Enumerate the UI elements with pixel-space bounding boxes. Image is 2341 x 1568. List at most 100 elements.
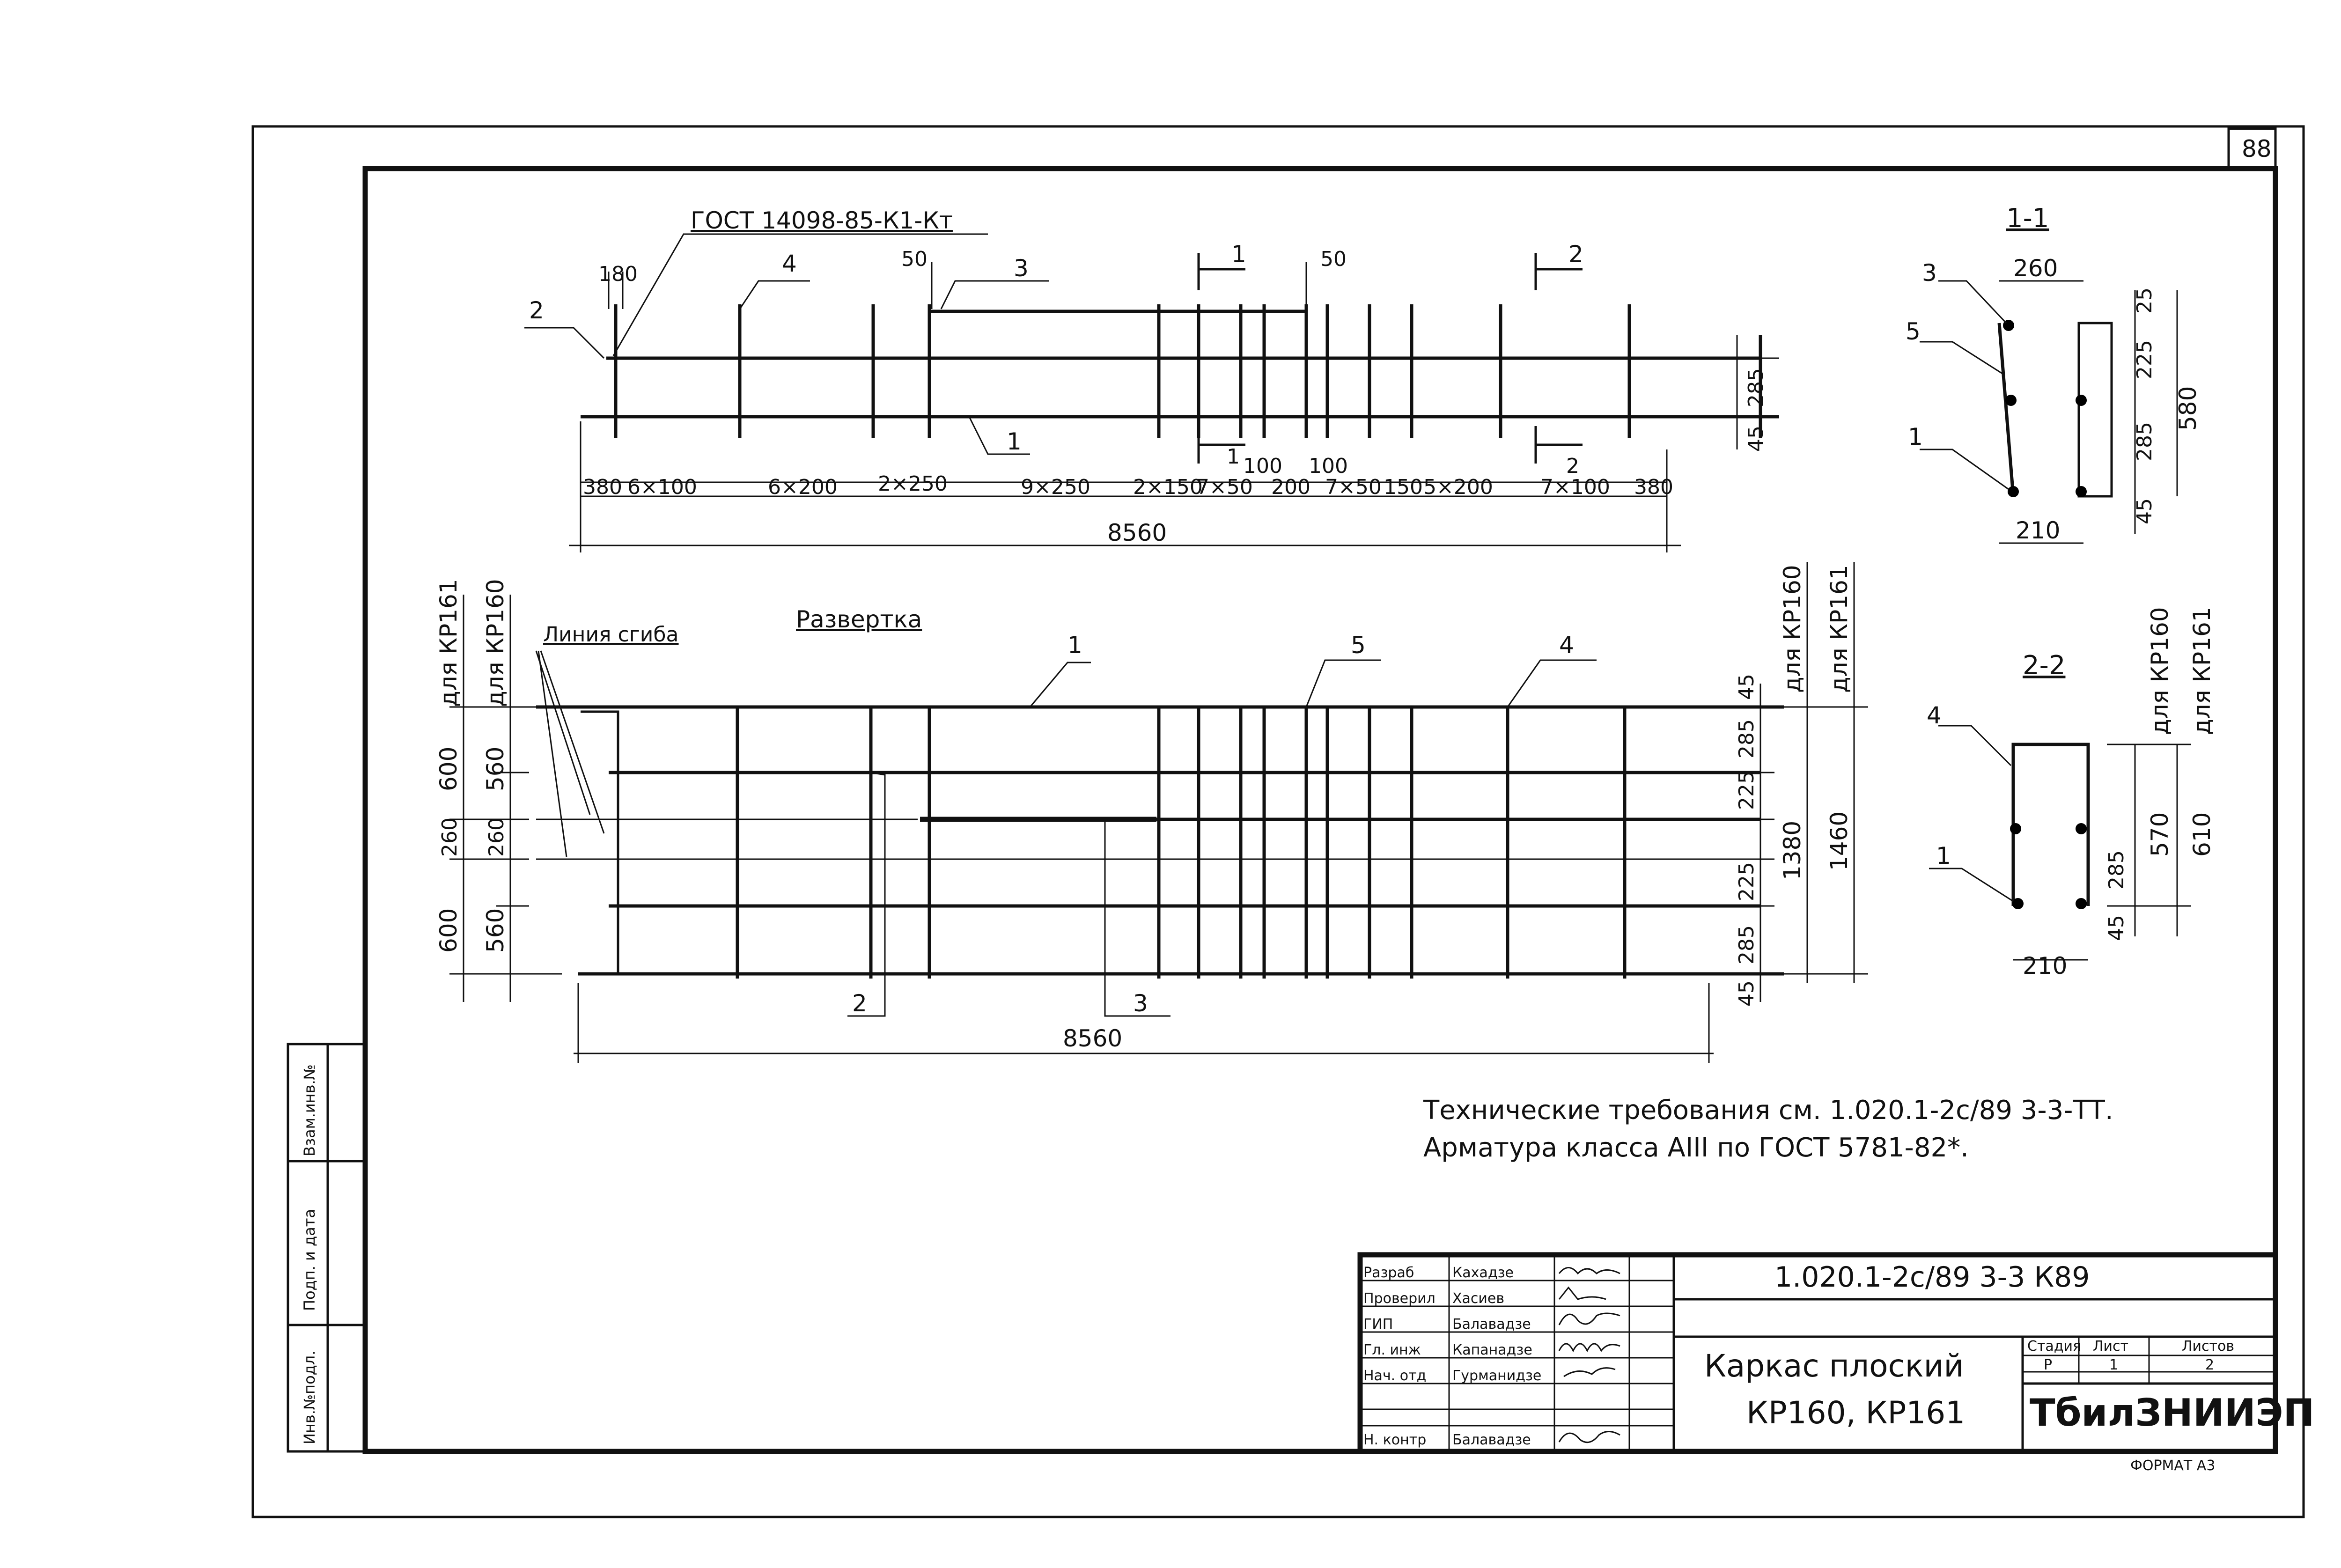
section-mark-2: 2 (1568, 241, 1583, 268)
side-stamp: Инв.№подл. Подп. и дата Взам.инв.№ (287, 1043, 367, 1453)
dim-50-b: 50 (1320, 247, 1347, 271)
s22-pos-4: 4 (1927, 702, 1942, 729)
signature-2 (1558, 1286, 1606, 1300)
s11-dim-260: 260 (2013, 255, 2058, 282)
s11-dim-45: 45 (2133, 498, 2157, 524)
tb-name-5: Гурманидзе (1452, 1368, 1541, 1384)
section-1-1-title: 1-1 (2006, 203, 2049, 234)
s22-dim-570: 570 (2146, 812, 2173, 857)
dim-180: 180 (598, 262, 638, 286)
tb-name-4: Капанадзе (1452, 1342, 1532, 1358)
tb-name-7: Балавадзе (1452, 1432, 1531, 1448)
dim-45: 45 (1744, 426, 1768, 452)
tb-sheets: 2 (2205, 1357, 2214, 1373)
right-dim-285-b: 285 (1735, 925, 1759, 964)
pos-2: 2 (529, 297, 544, 324)
sp-100-a: 100 (1243, 454, 1282, 478)
s11-pos-1: 1 (1908, 423, 1923, 450)
left-label-kp160: для КР160 (482, 579, 509, 707)
s11-dim-210: 210 (2016, 517, 2060, 544)
right-dim-225-b: 225 (1735, 862, 1759, 901)
left-dim-560-a: 560 (482, 747, 509, 791)
right-dim-45-a: 45 (1735, 674, 1759, 700)
unfold-view: Развертка Линия сгиба 8560 (435, 562, 1868, 1063)
s22-pos-1: 1 (1936, 842, 1951, 869)
s11-dim-285: 285 (2133, 422, 2157, 461)
dim-285: 285 (1744, 368, 1768, 407)
sheet-number-box (2227, 127, 2277, 170)
section-2-2: 2-2 4 1 210 285 45 570 610 для КР160 для… (1927, 607, 2216, 979)
unfold-pos-5: 5 (1351, 632, 1366, 659)
elevation-view: ГОСТ 14098-85-К1-Кт 180 50 50 2 4 3 1 1 … (524, 207, 1779, 552)
pos-4: 4 (782, 250, 797, 277)
stamp-vzam-inv: Взам.инв.№ (301, 1064, 318, 1156)
pos-1: 1 (1007, 428, 1022, 455)
outer-trim (251, 125, 2305, 1518)
s11-dim-225: 225 (2133, 340, 2157, 379)
gost-label: ГОСТ 14098-85-К1-Кт (691, 207, 953, 234)
title-block: Разраб Кахадзе Проверил Хасиев ГИП Балав… (1357, 1252, 2314, 1454)
section-mark-1b: 1 (1227, 445, 1240, 469)
left-dim-260-a: 260 (438, 817, 462, 857)
sp-6x100: 6×100 (627, 475, 697, 499)
sp-150: 150 (1384, 475, 1423, 499)
section-mark-1: 1 (1231, 241, 1246, 268)
sp-7x50: 7×50 (1196, 475, 1253, 499)
sp-380: 380 (583, 475, 622, 499)
right-dim-1460: 1460 (1826, 811, 1853, 871)
s22-dim-45: 45 (2105, 915, 2128, 941)
tb-stage-header: Стадия (2027, 1338, 2081, 1355)
tb-stage: Р (2044, 1357, 2052, 1373)
s22-label-kp161: для КР161 (2188, 607, 2216, 735)
sp-5x200: 5×200 (1423, 475, 1493, 499)
signature-7 (1558, 1431, 1620, 1443)
tb-sheet: 1 (2109, 1357, 2118, 1373)
pos-3: 3 (1014, 255, 1029, 282)
drawing-frame (362, 166, 2278, 1454)
section-mark-2b: 2 (1566, 454, 1579, 478)
s22-dim-210: 210 (2023, 952, 2067, 979)
s11-dim-25: 25 (2133, 287, 2157, 314)
signature-1 (1558, 1267, 1620, 1275)
tb-name-2: Хасиев (1452, 1290, 1504, 1307)
s11-pos-5: 5 (1906, 318, 1921, 345)
s11-dim-580: 580 (2174, 386, 2201, 431)
tb-organization: ТбилЗНИИЭП (2030, 1391, 2314, 1435)
dim-50-a: 50 (901, 247, 928, 271)
signature-4 (1558, 1343, 1620, 1353)
tb-role-2: Проверил (1363, 1290, 1436, 1307)
right-label-kp161: для КР161 (1826, 565, 1853, 693)
tb-sheets-header: Листов (2182, 1338, 2234, 1355)
note-line-1: Технические требования см. 1.020.1-2с/89… (1423, 1095, 2113, 1126)
unfold-pos-1: 1 (1067, 632, 1082, 659)
sp-7x50-b: 7×50 (1325, 475, 1382, 499)
tb-name-1: Кахадзе (1452, 1265, 1514, 1281)
fold-line-label: Линия сгиба (543, 623, 679, 647)
section-1-1: 1-1 3 5 1 260 210 25 225 285 45 580 (1906, 203, 2201, 544)
left-dim-560-b: 560 (482, 908, 509, 953)
tb-designation: 1.020.1-2с/89 3-3 К89 (1774, 1261, 2090, 1294)
left-dim-600-b: 600 (435, 908, 462, 953)
total-length-unfold: 8560 (1063, 1025, 1122, 1052)
unfold-pos-2: 2 (852, 990, 867, 1017)
sp-380-b: 380 (1634, 475, 1673, 499)
right-dim-225-a: 225 (1735, 771, 1759, 810)
tb-name-line-1: Каркас плоский (1704, 1348, 1964, 1384)
stamp-inv-podl: Инв.№подл. (301, 1351, 318, 1444)
sp-200: 200 (1271, 475, 1310, 499)
signature-5 (1563, 1367, 1616, 1377)
tb-sheet-header: Лист (2093, 1338, 2128, 1355)
right-dim-1380: 1380 (1779, 821, 1806, 880)
sp-2x250: 2×250 (878, 472, 948, 496)
tb-name-3: Балавадзе (1452, 1316, 1531, 1332)
tb-role-3: ГИП (1363, 1316, 1393, 1332)
tb-name-line-2: КР160, КР161 (1746, 1395, 1965, 1431)
unfold-pos-4: 4 (1559, 632, 1574, 659)
tb-role-4: Гл. инж (1363, 1342, 1421, 1358)
left-dim-260-b: 260 (485, 817, 508, 857)
sp-7x100: 7×100 (1540, 475, 1610, 499)
right-dim-45-b: 45 (1735, 980, 1759, 1007)
section-2-2-title: 2-2 (2023, 650, 2065, 681)
s22-label-kp160: для КР160 (2146, 607, 2173, 735)
